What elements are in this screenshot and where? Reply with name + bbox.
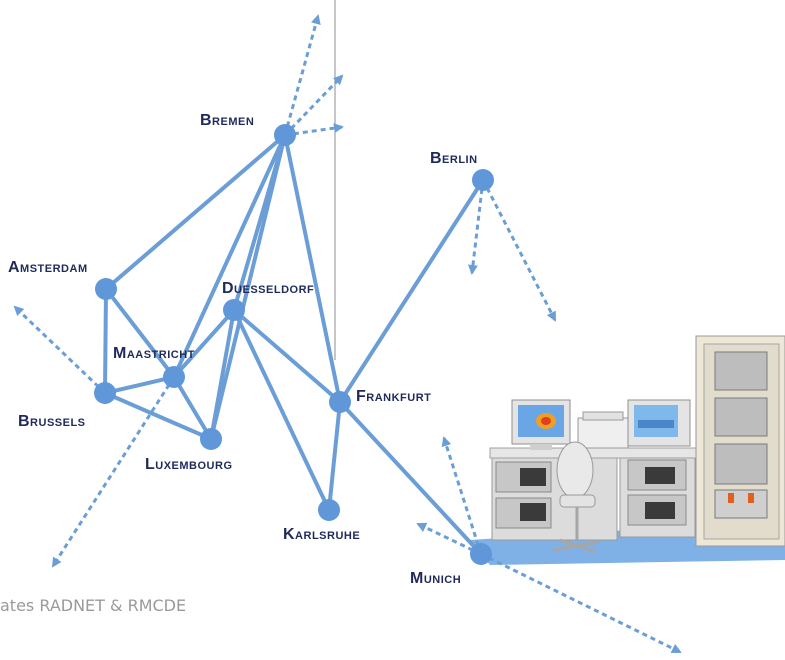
label-brussels: Brussels xyxy=(18,413,86,430)
node-maastricht xyxy=(163,366,185,388)
label-luxembourg: Luxembourg xyxy=(145,456,233,473)
node-munich xyxy=(470,543,492,565)
label-maastricht: Maastricht xyxy=(113,345,195,362)
label-karlsruhe: Karlsruhe xyxy=(283,526,360,543)
node-amsterdam xyxy=(95,278,117,300)
node-frankfurt xyxy=(329,391,351,413)
node-brussels xyxy=(94,382,116,404)
label-bremen: Bremen xyxy=(200,112,254,129)
node-luxembourg xyxy=(200,428,222,450)
label-frankfurt: Frankfurt xyxy=(356,388,431,405)
node-karlsruhe xyxy=(318,499,340,521)
label-amsterdam: Amsterdam xyxy=(8,259,88,276)
label-munich: Munich xyxy=(410,570,461,587)
city-labels: Bremen Berlin Amsterdam Duesseldorf Maas… xyxy=(8,112,478,587)
node-duesseldorf xyxy=(223,299,245,321)
network-nodes xyxy=(94,124,494,565)
caption-text: ates RADNET & RMCDE xyxy=(0,596,187,615)
node-berlin xyxy=(472,169,494,191)
equipment-illustration xyxy=(470,335,785,565)
external-links xyxy=(13,14,682,654)
node-bremen xyxy=(274,124,296,146)
label-duesseldorf: Duesseldorf xyxy=(222,280,314,297)
label-berlin: Berlin xyxy=(430,150,478,167)
network-links xyxy=(103,133,485,556)
